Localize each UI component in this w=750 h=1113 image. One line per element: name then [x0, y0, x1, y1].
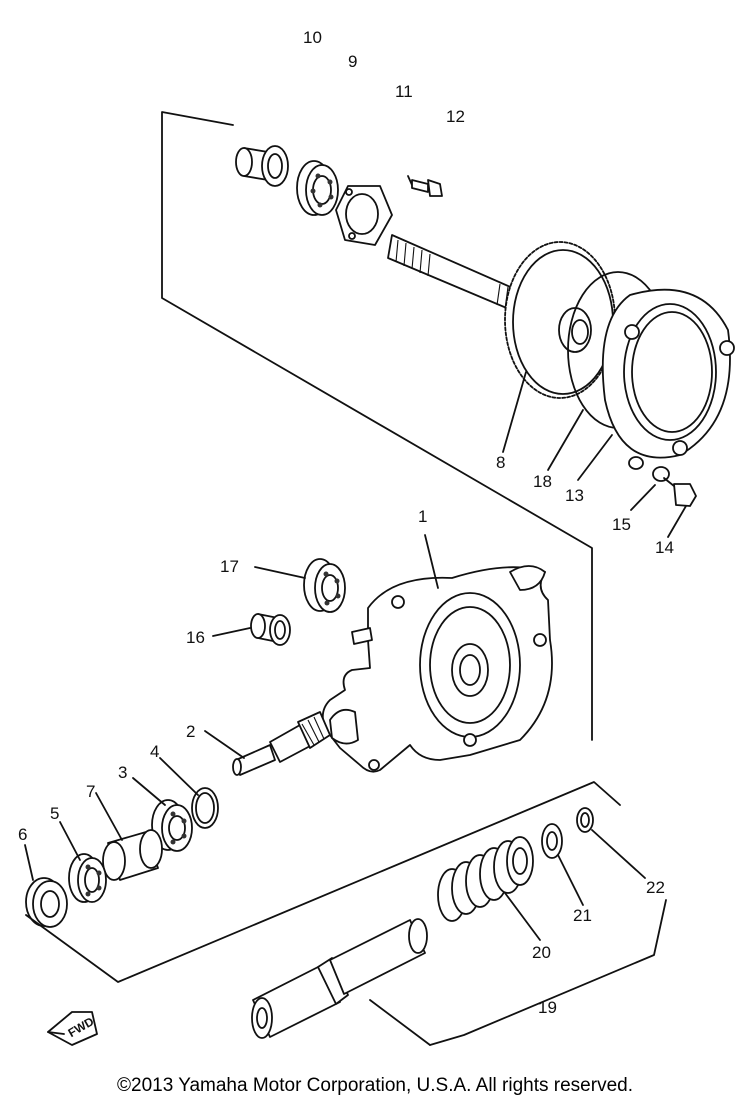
part-label-15: 15 — [612, 515, 631, 534]
part-label-19: 19 — [538, 998, 557, 1017]
part-label-9: 9 — [348, 52, 357, 71]
part-6-oil-seal — [24, 844, 68, 928]
upper-group-bracket — [161, 111, 593, 741]
part-17-bearing — [254, 558, 346, 613]
part-10-bushing — [235, 145, 289, 187]
part-label-8: 8 — [496, 453, 505, 472]
part-14-bolt — [663, 477, 697, 538]
fwd-arrow-icon: FWD — [47, 1011, 98, 1046]
part-7-collar — [95, 792, 163, 881]
part-label-6: 6 — [18, 825, 27, 844]
part-label-21: 21 — [573, 906, 592, 925]
part-21-washer — [541, 823, 584, 906]
copyright-notice: ©2013 Yamaha Motor Corporation, U.S.A. A… — [117, 1075, 633, 1096]
part-2-pinion-gear — [204, 711, 331, 776]
part-9-bearing — [296, 160, 339, 216]
part-8-driven-gear-shaft — [387, 234, 616, 453]
part-4-shim — [159, 757, 219, 829]
part-19-group-bracket — [429, 899, 667, 1046]
lower-group-bracket — [25, 781, 621, 983]
part-label-18: 18 — [533, 472, 552, 491]
part-label-7: 7 — [86, 782, 95, 801]
part-22-circlip — [576, 807, 646, 879]
part-label-11: 11 — [395, 82, 413, 101]
part-19-damper-shaft — [251, 918, 431, 1046]
part-label-3: 3 — [118, 763, 127, 782]
part-5-bearing — [59, 821, 107, 903]
part-label-13: 13 — [565, 486, 584, 505]
part-15-washer — [628, 456, 670, 511]
part-label-2: 2 — [186, 722, 195, 741]
part-label-16: 16 — [186, 628, 205, 647]
part-label-10: 10 — [303, 28, 322, 47]
part-label-12: 12 — [446, 107, 465, 126]
part-label-20: 20 — [532, 943, 551, 962]
part-20-spring — [437, 836, 541, 941]
part-label-1: 1 — [418, 507, 427, 526]
part-11-retainer-plate — [335, 185, 393, 246]
part-label-14: 14 — [655, 538, 674, 557]
part-label-4: 4 — [150, 742, 159, 761]
part-1-gear-case — [321, 534, 553, 773]
part-label-22: 22 — [646, 878, 665, 897]
part-16-bushing — [212, 613, 291, 646]
part-label-5: 5 — [50, 804, 59, 823]
part-12-bolt — [407, 175, 443, 197]
part-label-17: 17 — [220, 557, 239, 576]
part-13-cover — [577, 288, 735, 481]
